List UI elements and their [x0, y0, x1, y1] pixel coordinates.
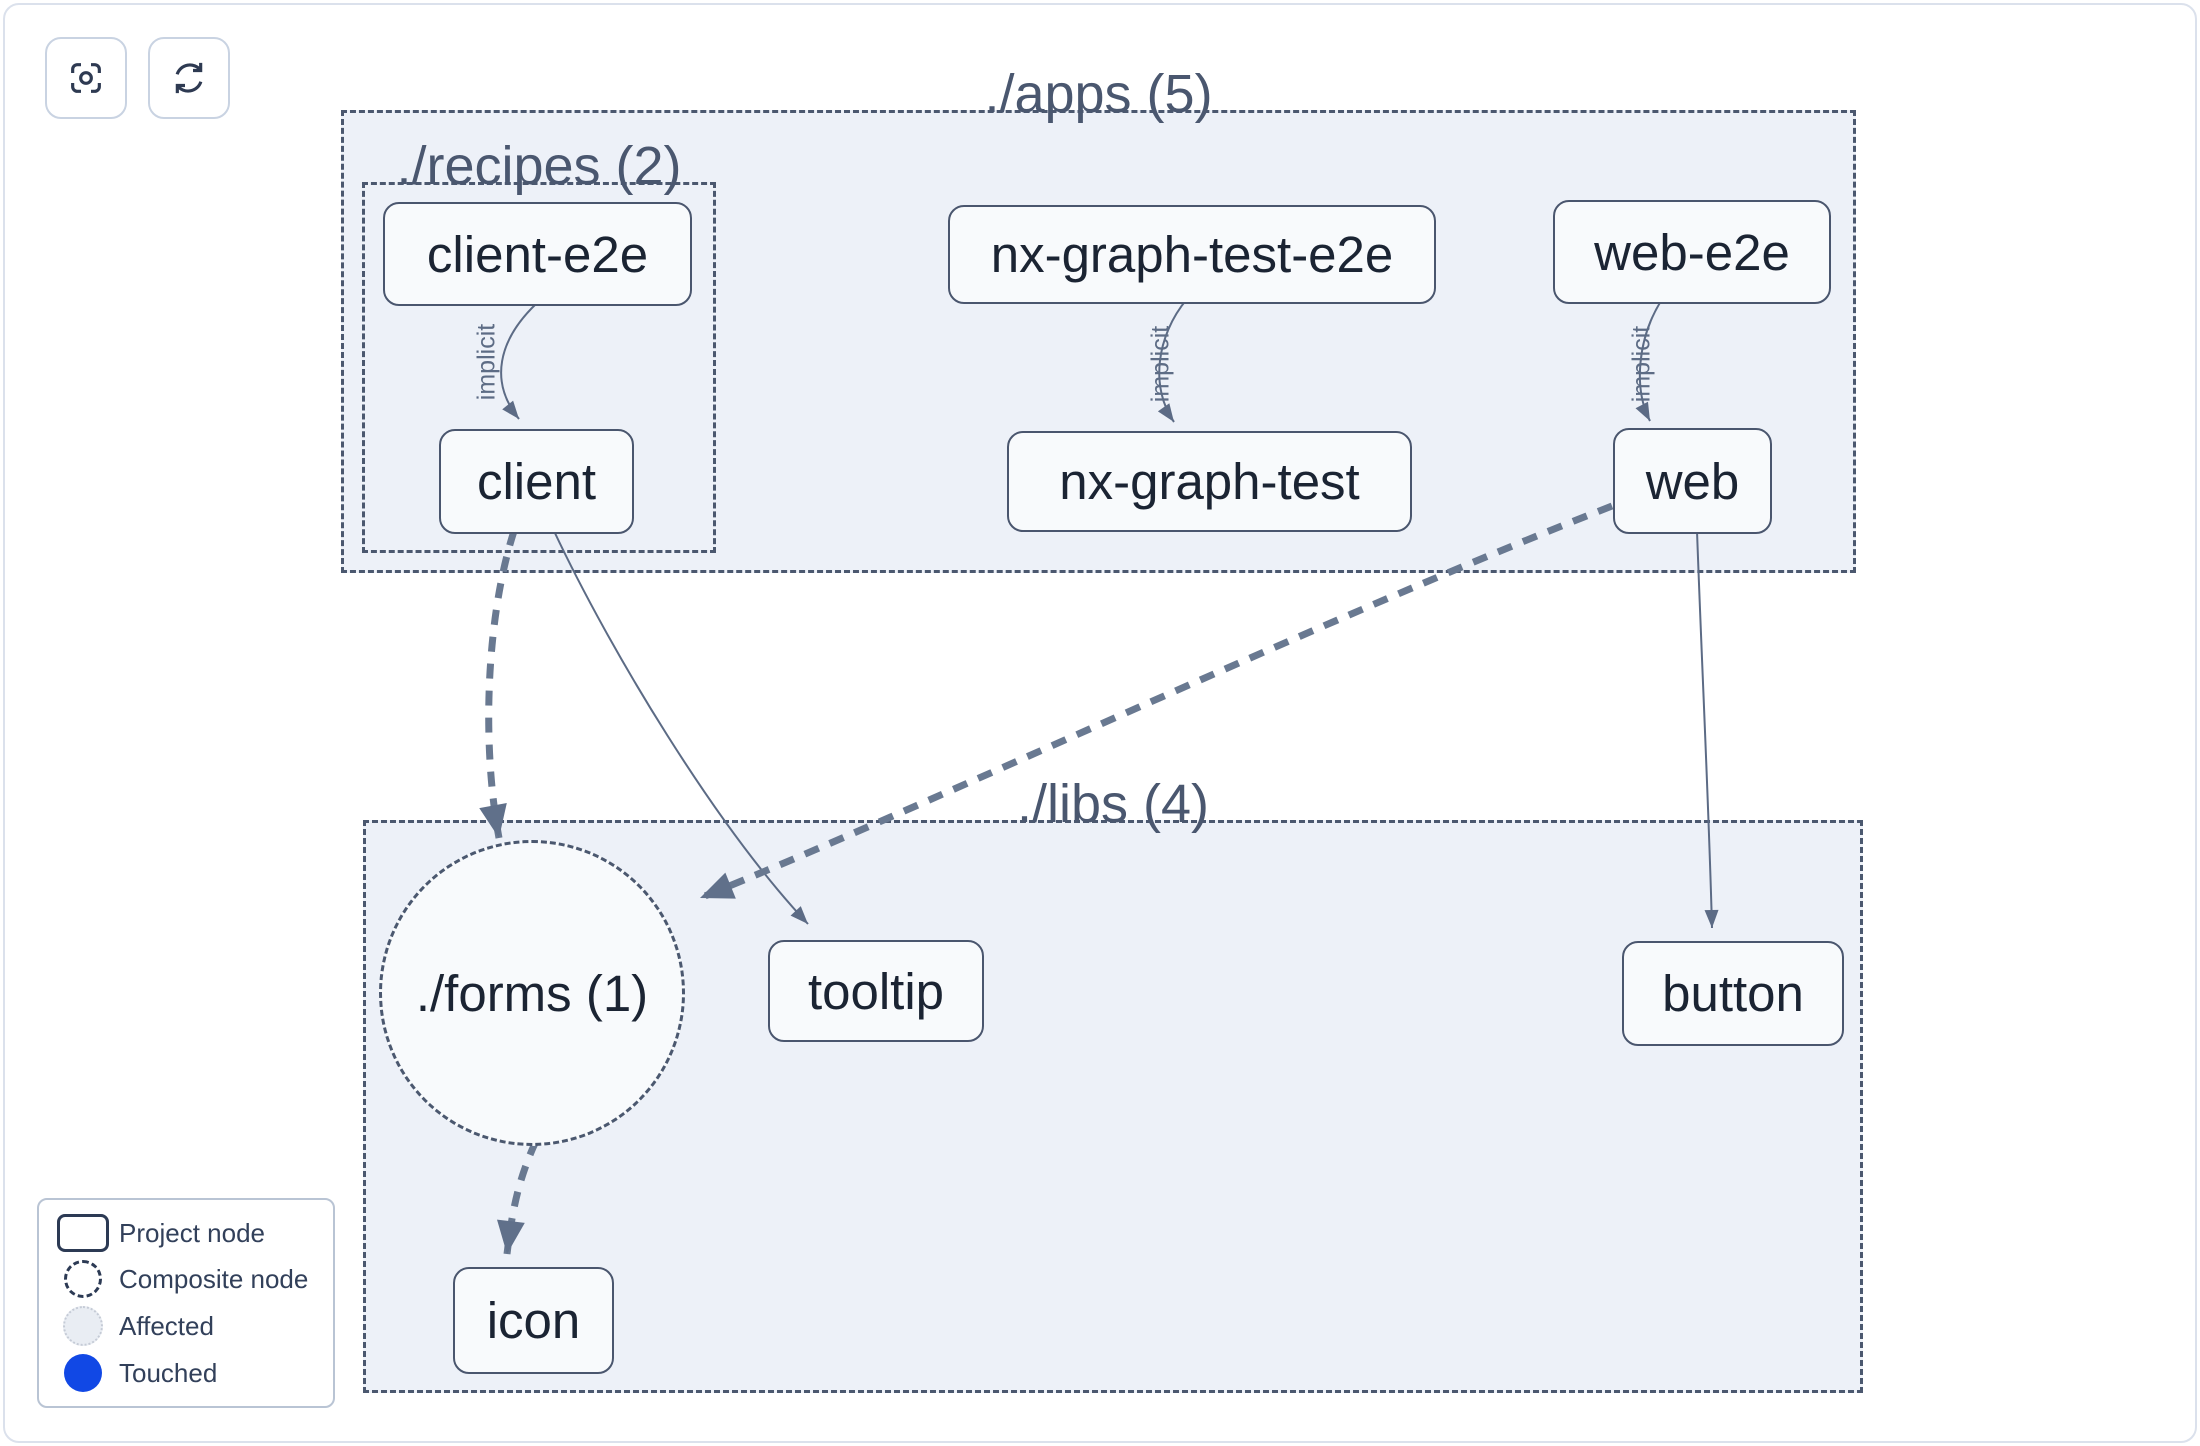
- container-label-apps: ./apps (5): [984, 64, 1213, 124]
- legend: Project node Composite node Affected Tou…: [37, 1198, 335, 1408]
- project-node-icon: [57, 1214, 109, 1252]
- edge-label-implicit: implicit: [472, 323, 501, 401]
- composite-container-recipes: ./recipes (2): [362, 137, 716, 553]
- node-icon[interactable]: icon: [453, 1267, 614, 1374]
- refresh-icon: [169, 58, 209, 98]
- affected-icon: [63, 1306, 103, 1346]
- center-graph-button[interactable]: [45, 37, 127, 119]
- center-focus-icon: [66, 58, 106, 98]
- legend-item-affected: Affected: [47, 1306, 325, 1346]
- legend-label: Touched: [119, 1357, 218, 1388]
- node-web[interactable]: web: [1613, 428, 1772, 534]
- legend-item-project-node: Project node: [47, 1214, 325, 1252]
- composite-node-icon: [64, 1260, 102, 1298]
- node-client-e2e[interactable]: client-e2e: [383, 202, 692, 306]
- legend-label: Project node: [119, 1217, 265, 1248]
- composite-node-forms[interactable]: ./forms (1): [379, 840, 685, 1146]
- edge-label-implicit: implicit: [1627, 325, 1656, 403]
- node-client[interactable]: client: [439, 429, 634, 534]
- node-nx-graph-test[interactable]: nx-graph-test: [1007, 431, 1412, 532]
- node-nx-graph-test-e2e[interactable]: nx-graph-test-e2e: [948, 205, 1436, 304]
- legend-item-composite-node: Composite node: [47, 1260, 325, 1298]
- container-label-libs: ./libs (4): [1016, 774, 1210, 834]
- legend-label: Composite node: [119, 1263, 309, 1294]
- node-tooltip[interactable]: tooltip: [768, 940, 984, 1042]
- node-button[interactable]: button: [1622, 941, 1844, 1046]
- refresh-graph-button[interactable]: [148, 37, 230, 119]
- edge-label-implicit: implicit: [1146, 325, 1175, 403]
- node-web-e2e[interactable]: web-e2e: [1553, 200, 1831, 304]
- edge-client-to-forms: [479, 529, 518, 839]
- container-label-recipes: ./recipes (2): [396, 136, 682, 196]
- legend-item-touched: Touched: [47, 1354, 325, 1392]
- legend-label: Affected: [119, 1310, 214, 1341]
- touched-icon: [64, 1354, 102, 1392]
